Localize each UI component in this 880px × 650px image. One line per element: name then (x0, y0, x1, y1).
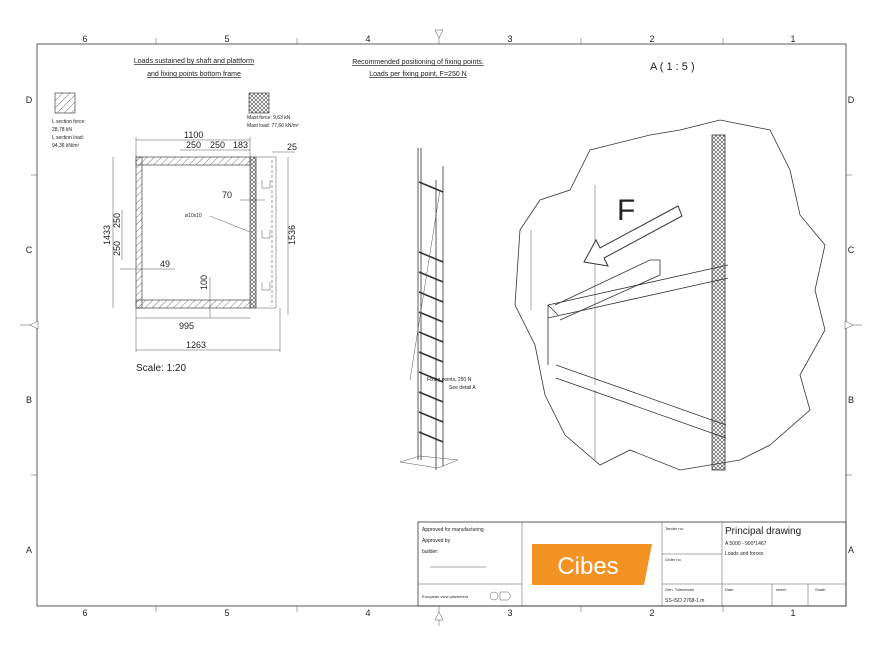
row-label: C (26, 245, 33, 255)
legend-text: L section force: (52, 119, 86, 125)
l-section-hatch-legend (54, 92, 76, 114)
row-label: D (848, 95, 855, 105)
logo-text: Cibes (557, 553, 618, 580)
dim-label: 250 (186, 140, 201, 150)
ladder-heading: Loads per fixing point, F=250 N (369, 71, 466, 78)
col-label: 4 (365, 34, 370, 44)
detail-a-view: A ( 1 : 5 ) F (514, 61, 826, 471)
dim-label: 25 (287, 142, 297, 152)
row-label: C (848, 245, 855, 255)
col-label: 6 (82, 608, 87, 618)
row-label: A (848, 545, 854, 555)
order-no: Order no (665, 557, 682, 562)
column-labels-top: 6 5 4 3 2 1 (82, 34, 795, 44)
column-labels-bottom: 6 5 4 3 2 1 (82, 608, 795, 618)
dim-label: 183 (233, 140, 248, 150)
dim-label: 1100 (184, 130, 203, 140)
legend-text: L section load: (52, 135, 84, 141)
view-placement: European view placement (422, 594, 469, 599)
dim-label: 995 (179, 321, 194, 331)
date-label: Date (725, 587, 734, 592)
legend-text: Mast load: 77,66 kN/m² (247, 123, 299, 129)
approved-for-manufacturing: Approved for manufacturing (422, 527, 484, 533)
col-label: 3 (507, 34, 512, 44)
col-label: 5 (224, 608, 229, 618)
col-label: 6 (82, 34, 87, 44)
col-label: 4 (365, 608, 370, 618)
row-label: A (26, 545, 32, 555)
drawing-model: A 5000 - 900*1467 (725, 541, 767, 547)
ladder-heading: Recommended positioning of fixing points… (352, 59, 484, 66)
dim-label: 1433 (102, 225, 112, 245)
drawing-title: Principal drawing (725, 526, 801, 537)
dim-label: 1263 (186, 340, 206, 350)
dim-label: 70 (222, 190, 232, 200)
drawing-subtitle: Loads and forces (725, 551, 764, 557)
row-label: D (26, 95, 33, 105)
fixing-note: Fixing points, 250 N (427, 377, 472, 383)
mast (711, 134, 726, 471)
detail-outline (514, 119, 826, 471)
tolerance-std: SS-ISO 2768-1 m (665, 598, 704, 604)
mast-hatch-legend (248, 92, 270, 114)
dimension-labels: 1100 250 250 183 25 1433 250 250 1536 70… (102, 130, 297, 350)
plan-heading: and fixing points bottom frame (147, 71, 241, 78)
projection-symbol-icon (489, 591, 512, 601)
detail-title: A ( 1 : 5 ) (650, 61, 695, 73)
legend-text: 28,78 kN (52, 127, 72, 133)
dim-label: 100 (199, 275, 209, 290)
dim-label: 49 (160, 259, 170, 269)
plan-view: Loads sustained by shaft and plattform a… (52, 58, 299, 374)
col-label: 1 (790, 608, 795, 618)
row-label: B (848, 395, 854, 405)
fixing-note: See detail A (449, 385, 476, 391)
grid-ticks (20, 29, 862, 626)
dim-label: 1536 (287, 225, 297, 245)
builder-label: builder: (422, 549, 438, 555)
legend-text: 94,36 kN/m² (52, 143, 80, 149)
dim-label: 250 (210, 140, 225, 150)
approved-by: Approved by (422, 538, 451, 544)
dim-label: ø10x10 (185, 213, 202, 219)
row-labels: D C B A D C B A (26, 95, 855, 555)
dim-label: 250 (112, 241, 122, 256)
plan-scale: Scale: 1:20 (136, 363, 186, 374)
tender-no: Tender no: (665, 526, 684, 531)
sheet-label: sheet (776, 587, 787, 592)
ladder-view: Recommended positioning of fixing points… (352, 59, 484, 470)
col-label: 3 (507, 608, 512, 618)
col-label: 5 (224, 34, 229, 44)
scale-label: Scale: (815, 587, 826, 592)
plan-heading: Loads sustained by shaft and plattform (134, 58, 254, 65)
col-label: 2 (649, 34, 654, 44)
gen-tolerances: Gen. Tolerances (665, 587, 694, 592)
legend-text: Mast force: 9,63 kN (247, 115, 291, 121)
force-label: F (617, 194, 635, 227)
dim-label: 250 (112, 213, 122, 228)
title-block: Approved for manufacturing Approved by b… (417, 521, 847, 607)
col-label: 1 (790, 34, 795, 44)
cibes-logo (532, 544, 652, 585)
col-label: 2 (649, 608, 654, 618)
row-label: B (26, 395, 32, 405)
